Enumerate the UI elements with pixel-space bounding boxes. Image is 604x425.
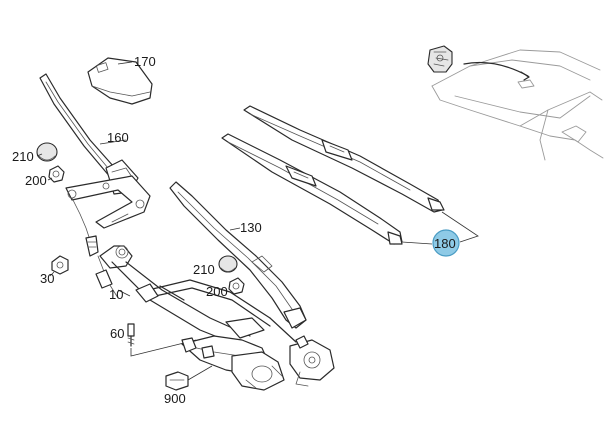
highlight-180 bbox=[432, 229, 460, 257]
label-30[interactable]: 30 bbox=[40, 271, 54, 286]
leader-180 bbox=[401, 211, 479, 245]
cap-210-left bbox=[36, 142, 58, 162]
wiper-blade-lower bbox=[221, 133, 403, 245]
vehicle-location-inset bbox=[431, 49, 604, 161]
wiper-linkage-10 bbox=[95, 245, 271, 351]
label-210-right[interactable]: 210 bbox=[193, 262, 215, 277]
nut-200-left bbox=[47, 165, 65, 183]
label-10[interactable]: 10 bbox=[109, 287, 123, 302]
cap-210-right bbox=[218, 255, 238, 273]
wiper-arm-130 bbox=[169, 181, 307, 329]
cover-cap-170 bbox=[87, 57, 153, 105]
crank-bracket-left bbox=[65, 175, 151, 229]
motor-icon-inset bbox=[427, 45, 453, 73]
label-210-left[interactable]: 210 bbox=[12, 149, 34, 164]
label-900[interactable]: 900 bbox=[164, 391, 186, 406]
label-200-left[interactable]: 200 bbox=[25, 173, 47, 188]
label-170[interactable]: 170 bbox=[134, 54, 156, 69]
pivot-shaft-left bbox=[71, 197, 99, 257]
wiper-blade-upper bbox=[243, 105, 445, 213]
nut-200-right bbox=[228, 277, 245, 295]
label-200-right[interactable]: 200 bbox=[206, 284, 228, 299]
label-160[interactable]: 160 bbox=[107, 130, 129, 145]
connector-900 bbox=[165, 365, 213, 391]
wiper-motor-assembly bbox=[181, 317, 335, 391]
label-180[interactable]: 180 bbox=[434, 236, 456, 251]
label-60[interactable]: 60 bbox=[110, 326, 124, 341]
label-130[interactable]: 130 bbox=[240, 220, 262, 235]
nut-30 bbox=[49, 255, 69, 277]
bolt-60 bbox=[127, 323, 197, 357]
